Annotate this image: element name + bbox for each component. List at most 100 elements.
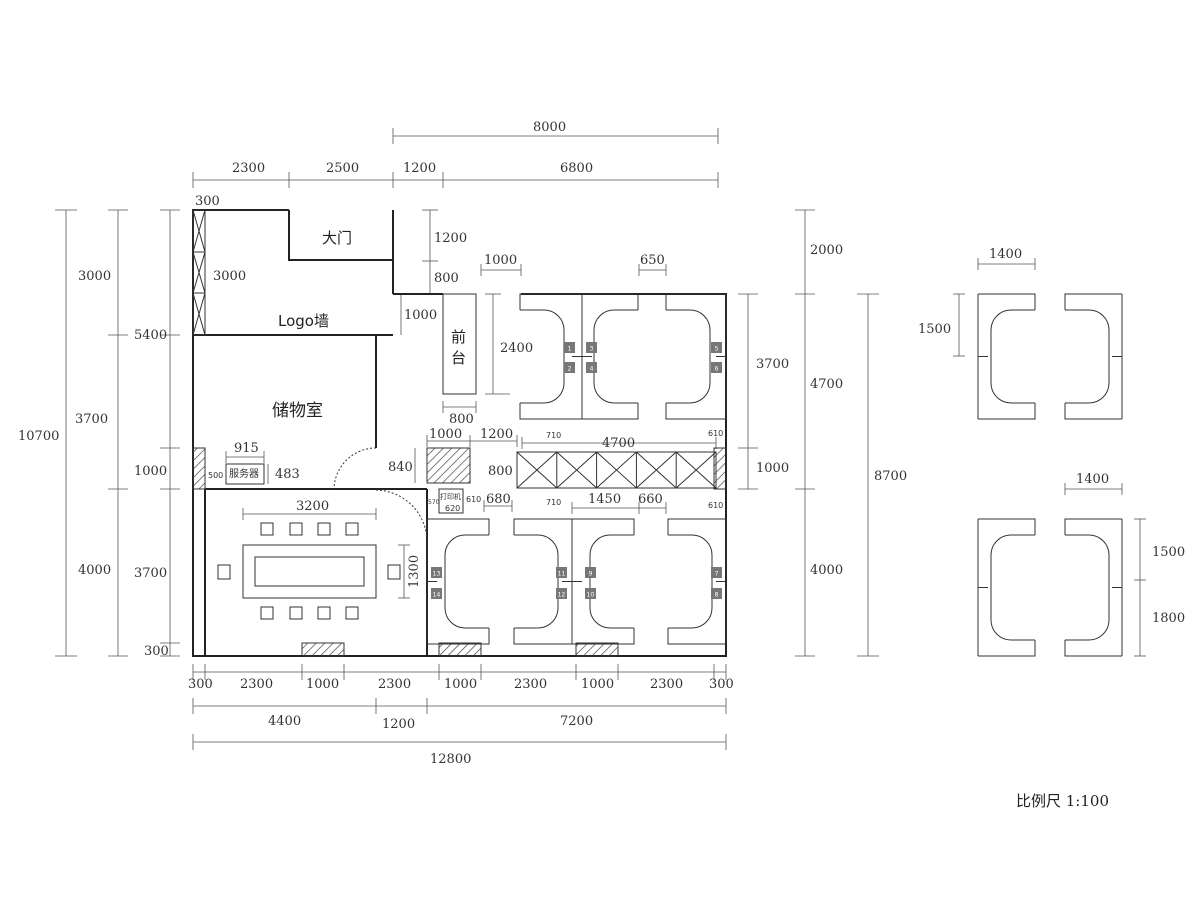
dim-text: 800 xyxy=(434,271,459,286)
dim-text: 680 xyxy=(486,492,511,507)
dim-text: 1450 xyxy=(588,492,621,507)
desk-number-text: 11 xyxy=(558,571,566,578)
meeting-door-swing xyxy=(375,489,428,541)
dim-text: 800 xyxy=(449,412,474,427)
desk-number-tag: 2 xyxy=(564,362,575,373)
desk-number-text: 8 xyxy=(715,592,719,599)
dim-text: 660 xyxy=(638,492,663,507)
desk-unit xyxy=(977,518,1036,657)
dim-text: 1000 xyxy=(756,461,789,476)
dim-text: 3700 xyxy=(134,566,167,581)
desk-number-text: 6 xyxy=(715,366,719,373)
dim-text: 8000 xyxy=(533,120,566,135)
dim-text: 4400 xyxy=(268,714,301,729)
dim-text: 4700 xyxy=(602,436,635,451)
dim-text: 300 xyxy=(709,677,734,692)
desk-number-text: 5 xyxy=(715,346,719,353)
dim-text: 710 xyxy=(546,498,561,507)
meeting-table xyxy=(242,544,377,599)
hatched-cabinet-left xyxy=(192,447,206,490)
dim-text: 1000 xyxy=(484,253,517,268)
server-box xyxy=(225,463,265,485)
dim-text: 3700 xyxy=(756,357,789,372)
desk-number-tag: 13 xyxy=(431,567,442,578)
dim-text: 620 xyxy=(445,504,460,513)
dim-text: 8700 xyxy=(874,469,907,484)
desk-number-text: 14 xyxy=(433,592,441,599)
dim-text: 915 xyxy=(234,441,259,456)
desk-unit xyxy=(519,293,583,420)
dim-text: 2300 xyxy=(378,677,411,692)
dim-text: 570 xyxy=(428,499,440,506)
dim-text: 1000 xyxy=(444,677,477,692)
desk-unit xyxy=(667,518,727,645)
meeting-chairs xyxy=(217,522,401,620)
dim-text: 3000 xyxy=(78,269,111,284)
dim-text: 4000 xyxy=(78,563,111,578)
dim-text: 2300 xyxy=(514,677,547,692)
desk-number-text: 13 xyxy=(433,571,441,578)
dim-text: 3700 xyxy=(75,412,108,427)
desk-number-tag: 11 xyxy=(556,567,567,578)
dim-text: 2300 xyxy=(232,161,265,176)
dim-text: 840 xyxy=(388,460,413,475)
dim-text: 1500 xyxy=(1152,545,1185,560)
desk-number-text: 10 xyxy=(587,592,595,599)
server-label: 服务器 xyxy=(229,467,259,480)
hatched-bottom-3 xyxy=(575,642,619,657)
dim-text: 1800 xyxy=(1152,611,1185,626)
dim-text: 610 xyxy=(466,495,481,504)
dim-text: 650 xyxy=(640,253,665,268)
hatched-column xyxy=(426,447,471,484)
dim-text: 2500 xyxy=(326,161,359,176)
desk-unit xyxy=(513,518,573,645)
dim-text: 1400 xyxy=(1076,472,1109,487)
dim-text: 1000 xyxy=(404,308,437,323)
dim-text: 1200 xyxy=(480,427,513,442)
dim-text: 610 xyxy=(708,501,723,510)
dimension-lines xyxy=(55,128,1146,750)
desk-number-text: 9 xyxy=(589,571,593,578)
dim-text: 610 xyxy=(708,429,723,438)
desk-unit xyxy=(977,293,1036,420)
desk-unit xyxy=(571,518,635,645)
desk-number-text: 4 xyxy=(590,366,594,373)
center-cabinet-row xyxy=(516,451,717,489)
dim-text: 2400 xyxy=(500,341,533,356)
storage-label: 储物室 xyxy=(272,401,323,421)
desk-number-tag: 3 xyxy=(586,342,597,353)
hatched-cabinet-right xyxy=(713,447,727,490)
dim-text: 7200 xyxy=(560,714,593,729)
dim-text: 5400 xyxy=(134,328,167,343)
dim-text: 1000 xyxy=(429,427,462,442)
dim-text: 2300 xyxy=(650,677,683,692)
dim-text: 10700 xyxy=(18,429,59,444)
dim-text: 500 xyxy=(208,471,223,480)
printer-label: 打印机 xyxy=(440,492,461,501)
desk-number-text: 12 xyxy=(558,592,566,599)
dimension-texts: 8000 2300 2500 1200 6800 300 1200 3000 8… xyxy=(18,120,1185,767)
dim-text: 710 xyxy=(546,431,561,440)
desk-number-tag: 7 xyxy=(711,567,722,578)
dim-text: 4000 xyxy=(810,563,843,578)
desk-unit xyxy=(1064,293,1123,420)
storage-door-swing xyxy=(333,447,377,491)
dim-text: 4700 xyxy=(810,377,843,392)
desk-unit xyxy=(1064,518,1123,657)
dim-text: 12800 xyxy=(430,752,471,767)
desk-unit xyxy=(426,518,490,645)
reception-label-2: 台 xyxy=(451,349,466,367)
printer-box xyxy=(438,488,464,514)
desk-number-tag: 6 xyxy=(711,362,722,373)
desk-number-tag: 8 xyxy=(711,588,722,599)
dim-text: 6800 xyxy=(560,161,593,176)
desk-number-tag: 4 xyxy=(586,362,597,373)
dim-text: 1500 xyxy=(918,322,951,337)
dim-text: 2000 xyxy=(810,243,843,258)
dim-text: 3200 xyxy=(296,499,329,514)
dim-text: 1200 xyxy=(434,231,467,246)
dim-text: 1200 xyxy=(382,717,415,732)
dim-text: 1200 xyxy=(403,161,436,176)
desk-number-tag: 14 xyxy=(431,588,442,599)
